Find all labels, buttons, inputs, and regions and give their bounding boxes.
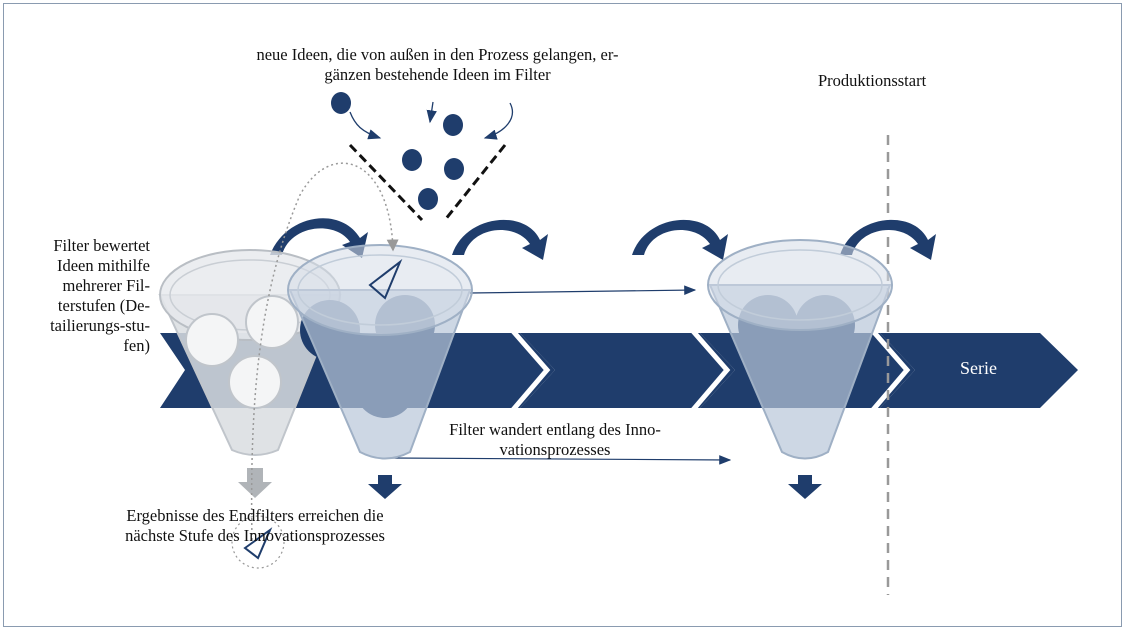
idea-dot xyxy=(331,92,351,114)
results-label-line-1: Ergebnisse des Endfilters erreichen die xyxy=(126,506,384,525)
filter-rates-line: Ideen mithilfe xyxy=(56,256,150,275)
idea-dot xyxy=(444,158,464,180)
filter-funnel-later xyxy=(707,239,893,460)
idea-ball-evaluated xyxy=(185,313,239,367)
new-idea-triangle xyxy=(368,258,403,300)
production-start-label: Produktionsstart xyxy=(818,71,927,90)
idea-dot xyxy=(418,188,438,210)
output-arrows xyxy=(238,468,822,499)
result-triangle xyxy=(243,527,273,560)
filter-rates-label: Filter bewertet Ideen mithilfe mehrerer … xyxy=(10,236,150,356)
process-stage-2 xyxy=(520,333,735,408)
results-label-line-2: nächste Stufe des Innovationsprozesses xyxy=(125,526,385,545)
filter-move-arrow-bottom xyxy=(389,455,732,465)
filter-moves-label: Filter wandert entlang des Inno- vations… xyxy=(400,420,710,460)
filter-funnel-active xyxy=(287,244,473,460)
new-ideas-label: neue Ideen, die von außen in den Prozess… xyxy=(195,45,680,85)
filter-moves-label-line-1: Filter wandert entlang des Inno- xyxy=(449,420,661,439)
idea-dot xyxy=(402,149,422,171)
new-ideas-label-line-1: neue Ideen, die von außen in den Prozess… xyxy=(256,45,619,64)
filter-move-arrow-top xyxy=(469,285,697,295)
results-label: Ergebnisse des Endfilters erreichen die … xyxy=(75,506,435,546)
new-ideas-label-line-2: gänzen bestehende Ideen im Filter xyxy=(324,65,551,84)
output-arrow-grey xyxy=(238,468,272,498)
idea-ball-evaluated xyxy=(245,295,299,349)
serie-label: Serie xyxy=(960,358,997,378)
filter-rates-line: terstufen (De- xyxy=(57,296,150,315)
process-stage-serie xyxy=(880,333,1078,408)
result-dotted-circle xyxy=(231,515,285,569)
curved-arrow-2 xyxy=(452,219,548,260)
idea-dot xyxy=(443,114,463,136)
new-ideas-inlet xyxy=(331,92,513,222)
filter-moves-label-line-2: vationsprozesses xyxy=(499,440,611,459)
filter-rates-line: Filter bewertet xyxy=(53,236,150,255)
filter-rates-line: mehrerer Fil- xyxy=(62,276,150,295)
chevron-separators xyxy=(510,328,911,413)
curved-arrow-3 xyxy=(632,219,728,260)
curved-arrows xyxy=(270,218,936,260)
filter-rates-line: tailierungs-stu- xyxy=(50,316,150,335)
idea-ball-evaluated xyxy=(228,355,282,409)
curved-arrow-4 xyxy=(840,219,936,260)
output-arrow-navy xyxy=(368,475,402,499)
feedback-dotted-path xyxy=(250,162,399,541)
curved-arrow-1 xyxy=(270,218,368,258)
filter-rates-line: fen) xyxy=(123,336,150,355)
output-arrow-navy xyxy=(788,475,822,499)
